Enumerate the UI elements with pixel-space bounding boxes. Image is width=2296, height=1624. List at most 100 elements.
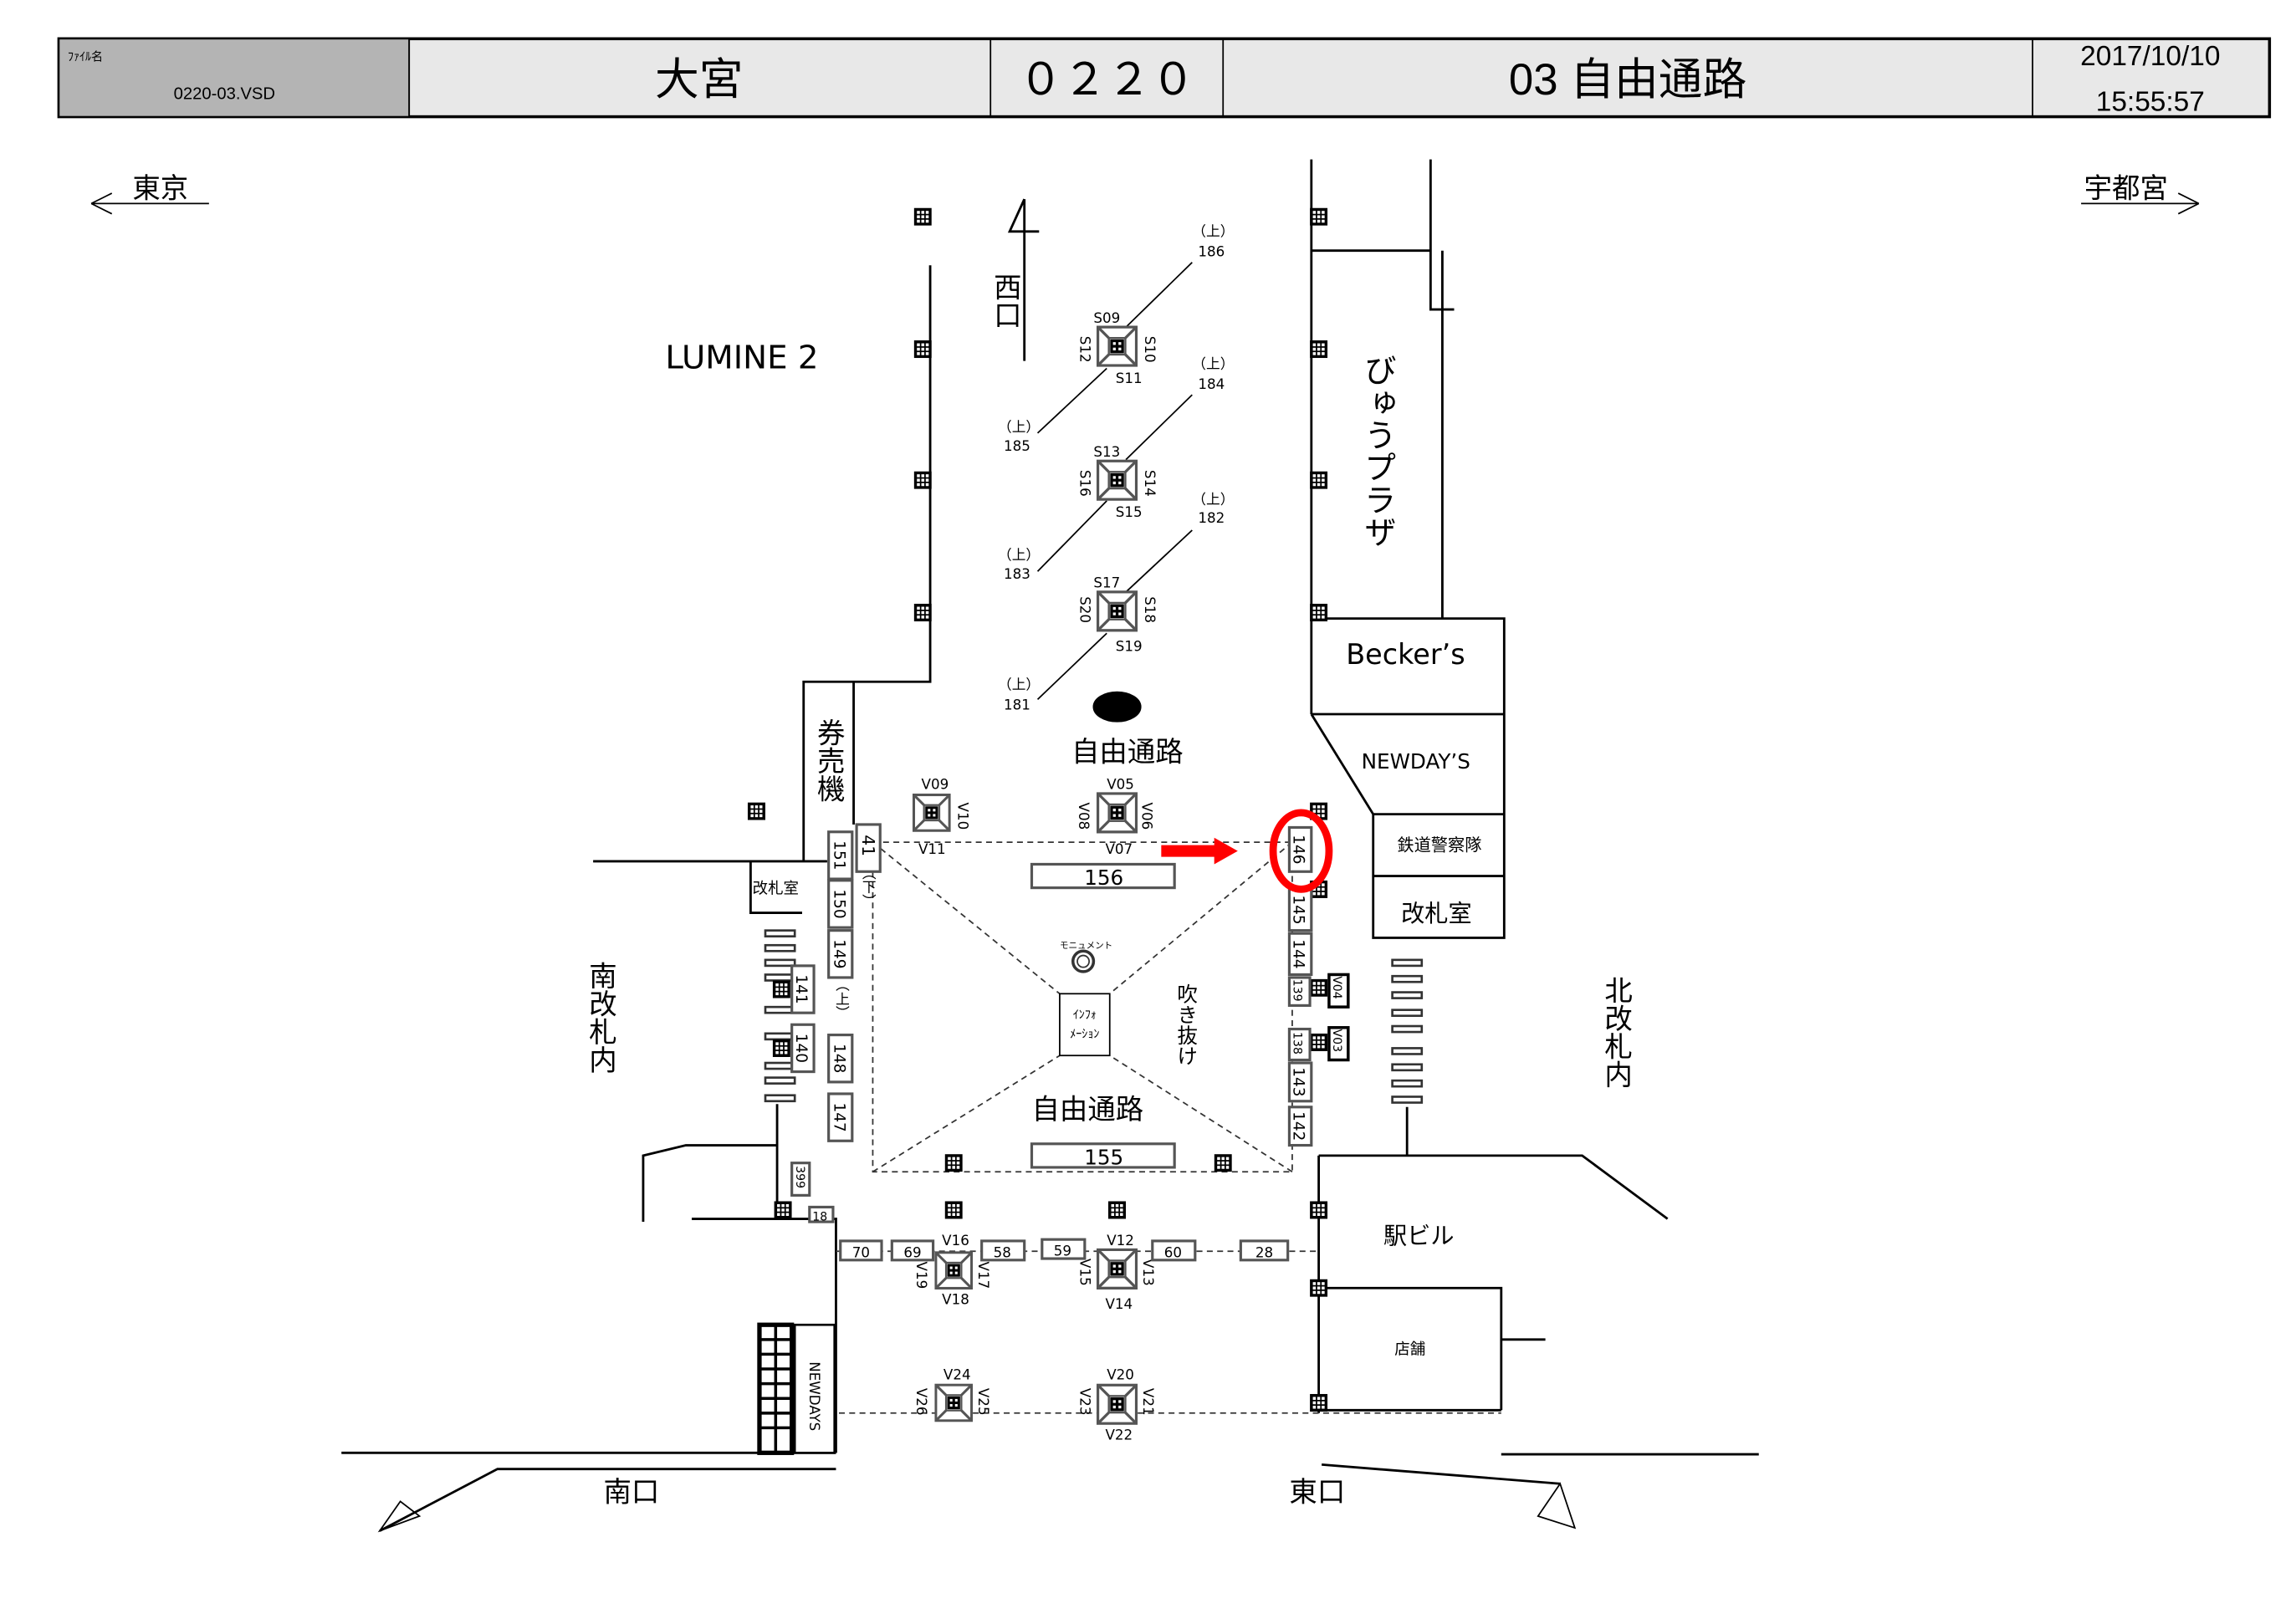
ad-panels: 151 41 150 149 148 147 141 140 146 145 1… <box>790 823 1350 1262</box>
ad-panel[interactable]: 155 <box>1030 1142 1176 1170</box>
pillar-icon <box>913 604 932 622</box>
sign-label: V09 <box>922 776 949 793</box>
ad-panel[interactable]: 140 <box>790 1023 816 1074</box>
sign-unit-v09: V09 V10 V11 <box>912 776 972 857</box>
ad-panel[interactable]: 150 <box>827 879 854 929</box>
ad-panel[interactable]: 143 <box>1287 1061 1313 1103</box>
ad-panel[interactable]: 399 <box>790 1162 811 1197</box>
ad-label: V04 <box>1330 976 1343 999</box>
ad-label: 58 <box>994 1244 1011 1260</box>
sign-label: V07 <box>1105 840 1133 857</box>
station-building-label: 駅ビル <box>1383 1222 1454 1249</box>
ad-panel[interactable]: 147 <box>827 1092 854 1142</box>
sign-unit-s09: S09 S10 S11 S12 <box>1077 309 1158 386</box>
ad-label: 144 <box>1290 939 1307 968</box>
sign-label: V10 <box>955 803 972 830</box>
stair-185: 185 <box>1004 437 1030 454</box>
sign-label: S15 <box>1116 503 1143 520</box>
sign-label: V24 <box>943 1366 971 1382</box>
sign-unit-s17: S17 S18 S19 S20 <box>1077 575 1158 655</box>
south-ticket-gates <box>764 929 796 1103</box>
ad-label: 151 <box>831 840 848 870</box>
ad-panel[interactable]: 141 <box>790 964 816 1014</box>
pillar-icon <box>774 1201 792 1219</box>
monument-label: モニュメント <box>1060 941 1112 951</box>
atrium-label: 吹き抜け <box>1174 983 1199 1066</box>
ad-label: 150 <box>831 889 848 918</box>
sign-label: S14 <box>1142 470 1158 497</box>
ad-panel[interactable]: V04 <box>1327 973 1350 1009</box>
ad-label: 145 <box>1290 895 1307 924</box>
ad-panel[interactable]: 28 <box>1239 1239 1290 1262</box>
information-label-1: ｲﾝﾌｫ <box>1073 1009 1097 1022</box>
sign-unit-v05: V05 V06 V07 V08 <box>1076 776 1156 857</box>
ad-label: 143 <box>1290 1067 1307 1096</box>
pillar-icon <box>1214 1154 1232 1172</box>
ad-label: 69 <box>903 1244 921 1260</box>
sign-label: V06 <box>1138 803 1155 830</box>
ad-label: 156 <box>1084 866 1123 890</box>
highlight-marker <box>1161 809 1333 893</box>
ad-panel[interactable]: 58 <box>980 1239 1026 1262</box>
sign-label: V14 <box>1105 1295 1133 1312</box>
red-circle-highlight <box>1269 809 1333 893</box>
ad-panel[interactable]: 69 <box>890 1239 935 1262</box>
stair-183: 183 <box>1004 565 1030 582</box>
sign-label: V19 <box>913 1262 930 1289</box>
stair-labels: （上） 186 （上） 185 （上） 184 （上） 183 （上） 182 … <box>834 222 1235 1019</box>
ad-panel[interactable]: 70 <box>839 1239 883 1262</box>
ad-panel[interactable]: V03 <box>1327 1026 1350 1062</box>
stair-up-label: （上） <box>998 676 1040 692</box>
pillar-icon <box>913 207 932 226</box>
ad-label: 140 <box>792 1034 810 1063</box>
sign-label: V18 <box>942 1291 969 1308</box>
sign-label: V22 <box>1105 1426 1133 1443</box>
ad-panel[interactable]: 139 <box>1287 976 1312 1007</box>
ad-panel-highlighted[interactable]: 146 <box>1287 825 1313 873</box>
sign-label: V25 <box>975 1388 992 1416</box>
stair-up-label: （上） <box>998 546 1040 563</box>
ad-panel[interactable]: 41 <box>855 823 882 873</box>
file-name: 0220-03.VSD <box>174 84 275 103</box>
sign-label: S09 <box>1093 309 1120 326</box>
sign-unit-v16: V16 V17 V18 V19 <box>913 1232 992 1307</box>
ad-label: 155 <box>1084 1145 1123 1169</box>
ticket-office-right-label: 改札室 <box>1401 900 1471 927</box>
south-gate-label: 南改札内 <box>584 962 616 1074</box>
stair-up-label: （上） <box>1192 355 1234 371</box>
ad-panel[interactable]: 18 <box>808 1205 835 1223</box>
sign-label: V16 <box>942 1232 969 1249</box>
ad-panel[interactable]: 60 <box>1151 1239 1197 1262</box>
pillar-icon <box>772 1039 790 1057</box>
sign-label: S18 <box>1142 596 1158 623</box>
view-plaza-label: びゅうプラザ <box>1359 354 1397 548</box>
pillar-icon <box>1310 1201 1328 1219</box>
ad-panel[interactable]: 145 <box>1287 887 1313 932</box>
pillar-icon <box>1310 1393 1328 1412</box>
ad-label: 70 <box>852 1244 870 1260</box>
direction-tokyo: 東京 <box>90 171 209 215</box>
ad-panel[interactable]: 148 <box>827 1033 854 1084</box>
ad-panel[interactable]: 151 <box>827 830 854 881</box>
sign-label: V13 <box>1140 1259 1157 1286</box>
ad-panel[interactable]: 156 <box>1030 862 1176 890</box>
newdays-small-label: NEWDAYS <box>806 1361 823 1431</box>
sign-label: V11 <box>918 840 946 857</box>
ad-panel[interactable]: 138 <box>1287 1027 1312 1062</box>
sign-label: V12 <box>1107 1232 1134 1249</box>
sign-label: V08 <box>1076 803 1092 830</box>
sign-label: S11 <box>1116 370 1143 386</box>
ad-label: 138 <box>1291 1032 1304 1055</box>
direction-utsunomiya-label: 宇都宮 <box>2084 171 2168 204</box>
monument-icon <box>1071 949 1096 973</box>
ad-panel[interactable]: 149 <box>827 929 854 979</box>
east-exit-label: 東口 <box>1289 1475 1345 1508</box>
sign-label: V17 <box>975 1262 992 1289</box>
pillar-icon <box>1310 1279 1328 1297</box>
stair-lines <box>1036 262 1193 701</box>
ad-panel[interactable]: 144 <box>1287 932 1313 977</box>
ad-panel[interactable]: 59 <box>1041 1238 1087 1260</box>
ad-panel[interactable]: 142 <box>1287 1106 1313 1147</box>
ad-label: 28 <box>1255 1244 1273 1260</box>
sign-label: S19 <box>1116 637 1143 654</box>
